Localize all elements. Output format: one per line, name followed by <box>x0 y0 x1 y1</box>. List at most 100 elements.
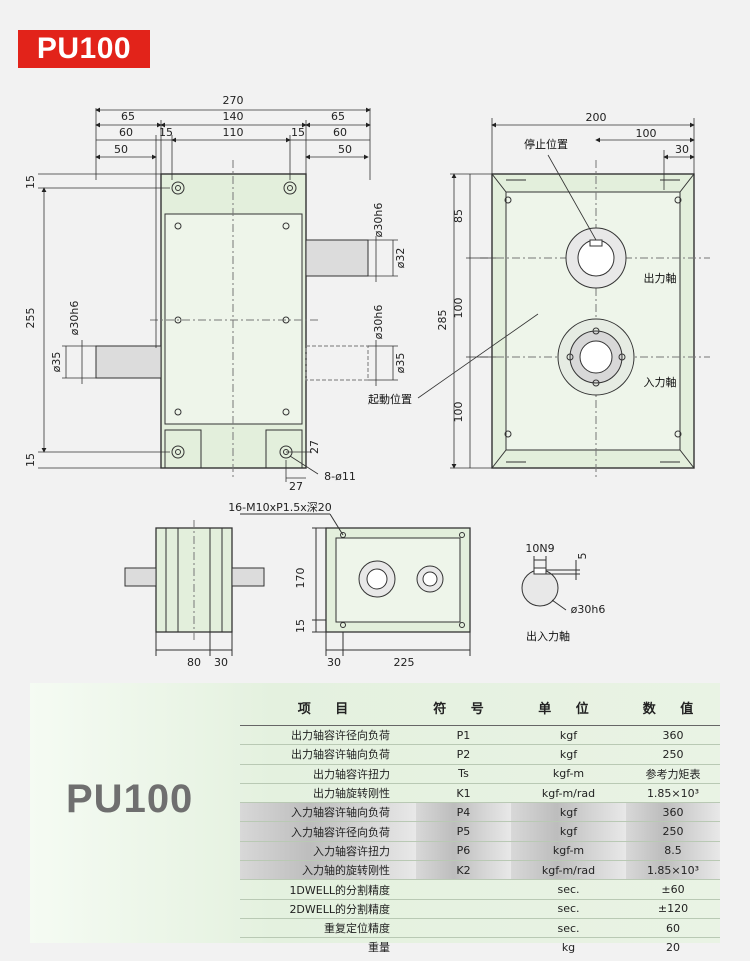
spec-cell-item: 出力轴旋转刚性 <box>240 782 416 803</box>
label-input-shaft: 入力軸 <box>644 375 677 389</box>
dim-80: 80 <box>187 656 201 669</box>
spec-cell-unit: kgf-m <box>511 840 626 861</box>
shaft-key-view <box>521 556 580 611</box>
spec-cell-value: 20 <box>626 937 720 957</box>
label-start-position: 起動位置 <box>368 392 412 406</box>
dim-15-small: 15 <box>294 619 307 633</box>
spec-cell-item: 重量 <box>240 937 416 957</box>
side-dim-labels: 200 100 30 85 285 100 100 停止位置 起動位置 出力軸 … <box>368 111 689 423</box>
dim-30-small: 30 <box>214 656 228 669</box>
side-dimensions <box>417 118 695 469</box>
dim-15-bottom: 15 <box>24 453 37 467</box>
dim-key-width: 10N9 <box>525 542 554 555</box>
dim-15-left: 15 <box>159 126 173 139</box>
spec-cell-value: ±60 <box>626 879 720 900</box>
dim-tapped-holes: 16-M10xP1.5x深20 <box>228 501 332 514</box>
spec-cell-item: 重复定位精度 <box>240 917 416 938</box>
spec-cell-item: 入力轴容许扭力 <box>240 840 416 861</box>
side-view <box>480 160 710 480</box>
dim-225: 225 <box>394 656 415 669</box>
spec-cell-sym <box>416 917 511 938</box>
dim-50-left: 50 <box>114 143 128 156</box>
dim-270: 270 <box>223 94 244 107</box>
spec-cell-unit: kg <box>511 937 626 957</box>
spec-cell-sym: P5 <box>416 821 511 842</box>
dim-255: 255 <box>24 308 37 329</box>
spec-cell-unit: sec. <box>511 879 626 900</box>
top-view <box>124 520 265 656</box>
front-view <box>95 160 369 480</box>
spec-cell-value: 60 <box>626 917 720 938</box>
spec-cell-value: 250 <box>626 744 720 765</box>
spec-cell-value: 1.85×10³ <box>626 860 720 880</box>
spec-cell-unit: kgf-m <box>511 763 626 784</box>
dim-holes: 8-ø11 <box>324 470 356 483</box>
dim-170: 170 <box>294 568 307 589</box>
dim-110: 110 <box>223 126 244 139</box>
spec-cell-item: 入力轴容许轴向负荷 <box>240 802 416 822</box>
header-value: 数 值 <box>642 701 704 717</box>
spec-cell-unit: kgf <box>511 802 626 822</box>
dim-100-mid: 100 <box>452 298 465 319</box>
spec-cell-item: 入力轴容许径向负荷 <box>240 821 416 842</box>
spec-cell-sym <box>416 898 511 919</box>
dim-50-right: 50 <box>338 143 352 156</box>
spec-cell-sym <box>416 879 511 900</box>
spec-cell-value: 360 <box>626 802 720 822</box>
spec-cell-sym <box>416 937 511 957</box>
spec-cell-sym: K2 <box>416 860 511 880</box>
spec-cell-value: 8.5 <box>626 840 720 861</box>
bottom-dim-labels: 16-M10xP1.5x深20 80 30 170 15 30 225 10N9… <box>187 501 605 669</box>
dim-60-right: 60 <box>333 126 347 139</box>
model-title-badge: PU100 <box>18 30 150 68</box>
spec-cell-unit: kgf <box>511 821 626 842</box>
spec-cell-item: 2DWELL的分割精度 <box>240 898 416 919</box>
spec-cell-item: 1DWELL的分割精度 <box>240 879 416 900</box>
spec-cell-item: 出力轴容许轴向负荷 <box>240 744 416 765</box>
dim-foot-27-h: 27 <box>289 480 303 493</box>
front-dim-labels: 270 65 140 65 60 15 110 15 60 50 50 15 2… <box>24 94 407 493</box>
dim-140: 140 <box>223 110 244 123</box>
spec-cell-unit: kgf <box>511 724 626 745</box>
dim-285: 285 <box>436 310 449 331</box>
label-io-shaft: 出入力軸 <box>526 629 570 643</box>
dim-100-top: 100 <box>636 127 657 140</box>
spec-model-name: PU100 <box>66 777 194 821</box>
spec-cell-unit: sec. <box>511 917 626 938</box>
spec-cell-value: 参考力矩表 <box>626 763 720 784</box>
spec-cell-value: 1.85×10³ <box>626 782 720 803</box>
spec-cell-value: ±120 <box>626 898 720 919</box>
spec-cell-unit: sec. <box>511 898 626 919</box>
label-output-shaft: 出力軸 <box>644 271 677 285</box>
header-unit: 单 位 <box>538 701 599 717</box>
dim-60-left: 60 <box>119 126 133 139</box>
spec-cell-sym: P4 <box>416 802 511 822</box>
dim-foot-27-v: 27 <box>308 440 321 454</box>
spec-row: 1DWELL的分割精度 sec.±60 <box>240 879 720 900</box>
dim-left-shaft-h6: ø30h6 <box>68 301 81 336</box>
dim-100-bottom: 100 <box>452 402 465 423</box>
dim-15-top: 15 <box>24 175 37 189</box>
spec-cell-item: 出力轴容许径向负荷 <box>240 724 416 745</box>
dim-key-shaft: ø30h6 <box>571 603 606 616</box>
label-stop-position: 停止位置 <box>524 137 568 151</box>
dim-right-hidden-35: ø35 <box>394 353 407 374</box>
dim-65-left: 65 <box>121 110 135 123</box>
spec-cell-unit: kgf <box>511 744 626 765</box>
dim-65-right: 65 <box>331 110 345 123</box>
spec-row: 重复定位精度 sec.60 <box>240 917 720 938</box>
spec-cell-unit: kgf-m/rad <box>511 860 626 880</box>
spec-cell-sym: K1 <box>416 782 511 803</box>
